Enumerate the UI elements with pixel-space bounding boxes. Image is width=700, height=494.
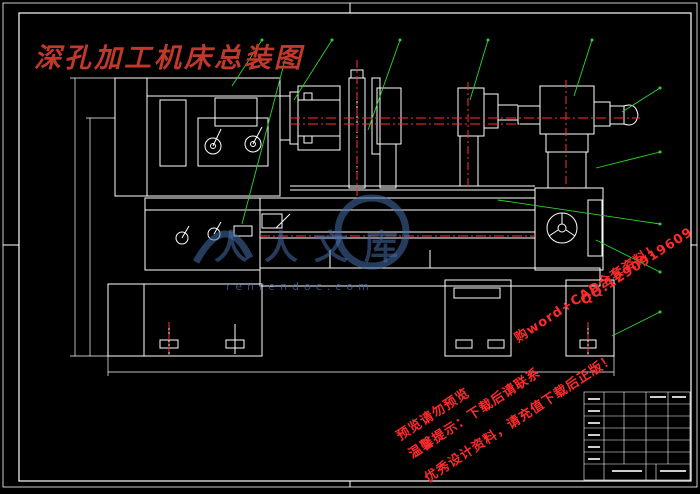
leader-lines [231, 39, 661, 337]
watermark-logo [192, 194, 410, 270]
dimension-lines [70, 77, 615, 376]
headstock [114, 77, 281, 197]
tailstock [534, 187, 604, 271]
drawing-title: 深孔加工机床总装图 [34, 43, 304, 74]
guide-rails [145, 185, 535, 239]
intermediate-support [457, 87, 518, 187]
watermark-url: renrendoc.com [226, 280, 374, 293]
boring-bar-feeder [517, 85, 639, 189]
watermark-text: 人人文库 [214, 228, 414, 268]
title-block [583, 391, 691, 481]
inner-border [18, 12, 692, 482]
